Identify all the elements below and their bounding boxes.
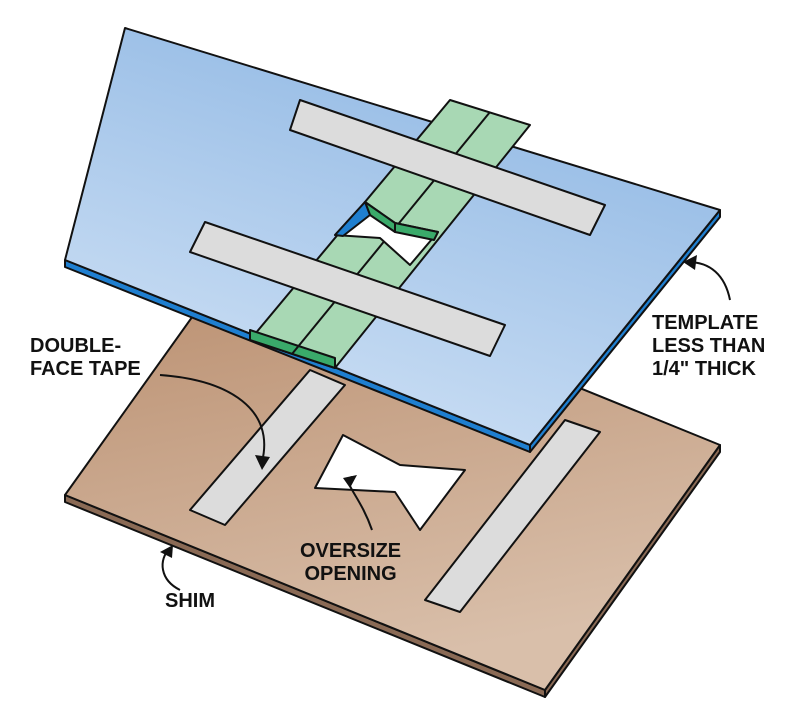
shim-tape-left bbox=[189, 369, 346, 526]
label-template: TEMPLATE LESS THAN 1/4" THICK bbox=[652, 312, 766, 380]
template bbox=[64, 27, 721, 453]
template-tape-bottom bbox=[189, 221, 506, 357]
shim-tape-right bbox=[424, 419, 601, 613]
label-shim: SHIM bbox=[165, 590, 215, 612]
template-tape-top bbox=[289, 99, 606, 236]
shim-opening bbox=[314, 434, 466, 531]
label-oversize-opening: OVERSIZE OPENING bbox=[300, 540, 402, 585]
label-double-face-tape: DOUBLE- FACE TAPE bbox=[30, 335, 141, 380]
